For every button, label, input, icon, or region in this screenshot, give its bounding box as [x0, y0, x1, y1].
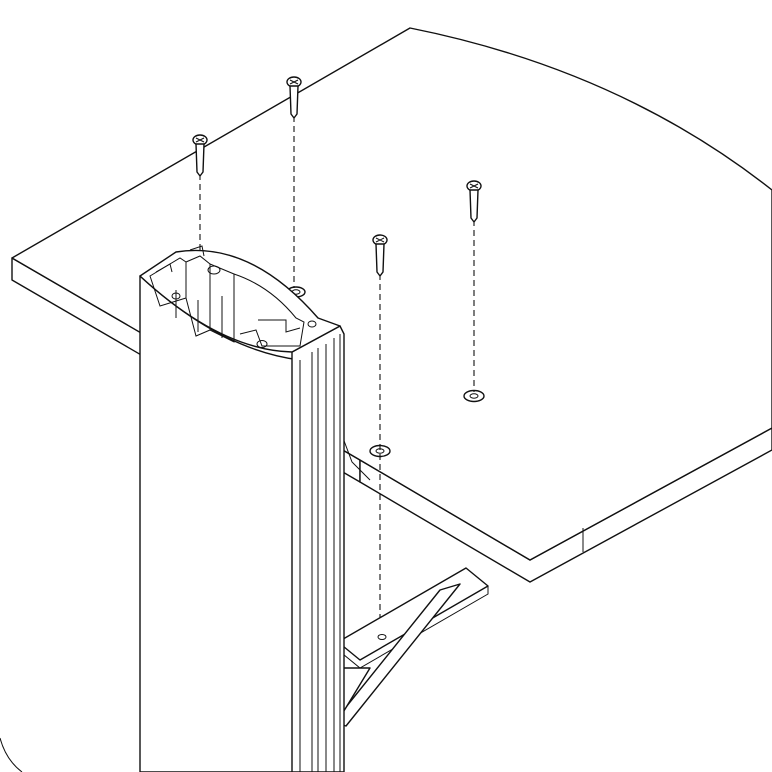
screw-shank: [375, 243, 385, 277]
profile-inner-curve: [233, 273, 305, 347]
profile-boss-2: [171, 292, 181, 300]
screw-drive: [289, 79, 299, 85]
screw-2: [286, 76, 302, 288]
bracket-strut: [333, 583, 461, 727]
bracket-hole: [377, 634, 387, 640]
screw-1: [192, 134, 208, 290]
column-top-profile: [139, 249, 341, 353]
hole-2-inner: [469, 393, 479, 399]
profile-boss-1: [207, 265, 221, 275]
screw-drive: [375, 237, 385, 243]
screw-shank: [469, 189, 479, 223]
screw-4: [466, 180, 482, 392]
extruded-aluminum-column: [139, 245, 345, 772]
profile-boss-4: [307, 320, 317, 328]
profile-rib-left: [149, 257, 187, 307]
screws: [192, 76, 482, 640]
profile-web-2: [175, 290, 223, 338]
profile-boss-3: [256, 340, 268, 348]
background-arc: [0, 737, 23, 772]
tabletop: [11, 27, 772, 583]
profile-rib-mid: [185, 255, 211, 337]
screw-3: [372, 234, 388, 640]
profile-lips: [155, 245, 205, 273]
screw-drive: [469, 183, 479, 189]
screw-shank: [289, 85, 299, 119]
hole-2: [463, 389, 485, 403]
bracket-arm: [337, 567, 489, 661]
screw-drive: [195, 137, 205, 143]
screw-shank: [195, 143, 205, 177]
profile-slot: [258, 319, 301, 333]
